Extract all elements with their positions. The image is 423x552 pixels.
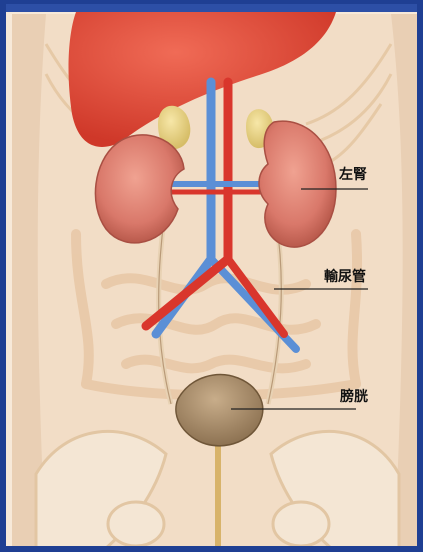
label-left-kidney: 左腎 [339,164,367,184]
urethra [215,432,221,552]
bladder [176,375,263,446]
label-bladder: 膀胱 [340,386,368,406]
label-ureter: 輸尿管 [324,266,366,286]
